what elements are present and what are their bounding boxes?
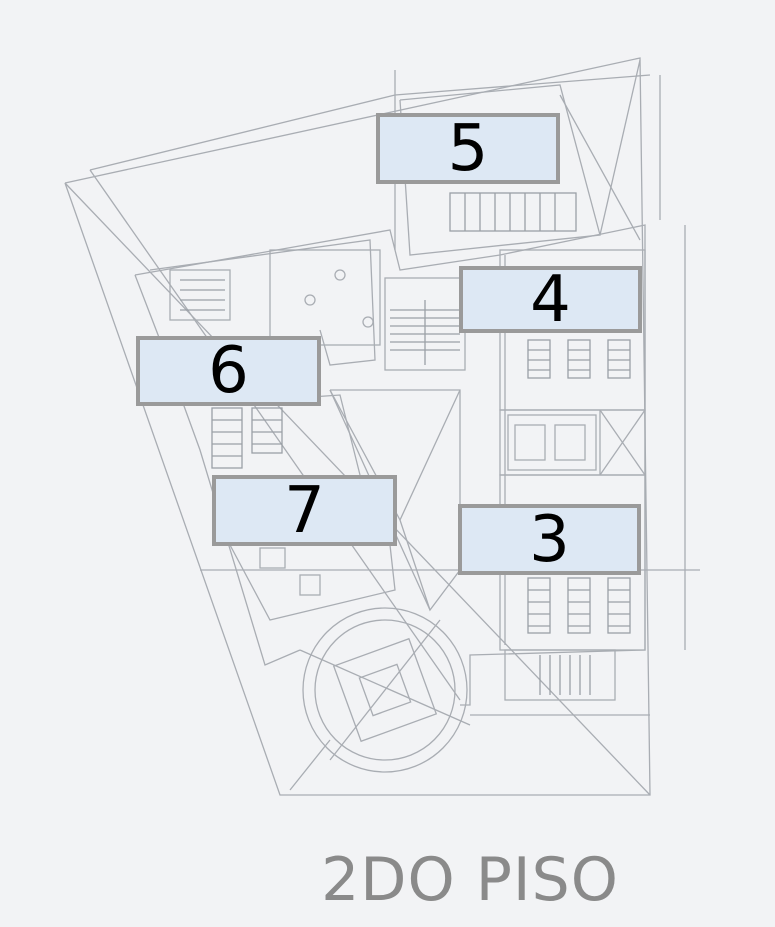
room-label-7[interactable]: 7 (212, 475, 397, 546)
floor-title: 2DO PISO (321, 845, 619, 915)
room-label-5[interactable]: 5 (376, 113, 560, 184)
room-label-4[interactable]: 4 (459, 266, 642, 333)
room-label-6[interactable]: 6 (136, 336, 321, 406)
room-label-3[interactable]: 3 (458, 504, 641, 575)
